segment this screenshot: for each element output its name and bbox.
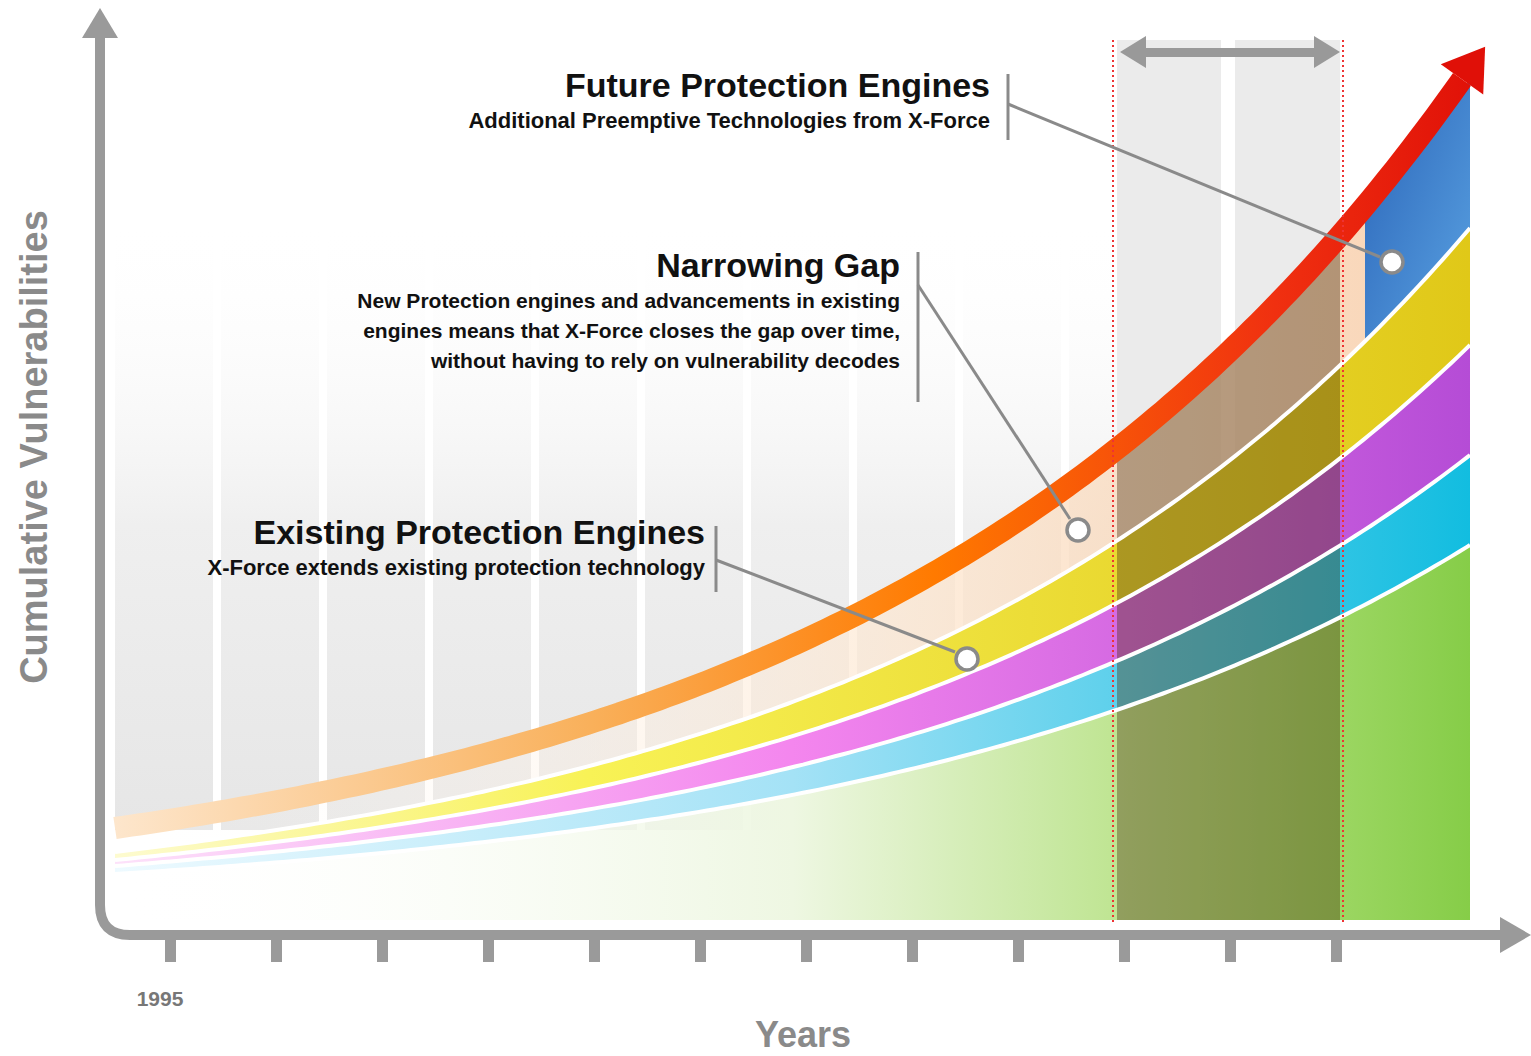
axis-tick: [1225, 938, 1236, 962]
double-arrow: [1120, 36, 1340, 68]
future-band: [1365, 79, 1470, 341]
callout-text: Additional Preemptive Technologies from …: [468, 108, 990, 133]
axis-tick: [271, 938, 282, 962]
dotted-marker: [1342, 40, 1344, 925]
growth-arrow: [115, 79, 1462, 828]
axis-tick: [589, 938, 600, 962]
axis-tick: [483, 938, 494, 962]
x-axis-arrowhead: [1500, 917, 1531, 953]
axis-tick: [1013, 938, 1024, 962]
axis-tick: [377, 938, 388, 962]
y-axis-arrowhead: [82, 8, 118, 38]
callout-text: X-Force extends existing protection tech…: [207, 555, 705, 580]
callout-title: Narrowing Gap: [656, 246, 900, 285]
axis-tick: [907, 938, 918, 962]
callout-text: New Protection engines and advancements …: [340, 286, 900, 376]
axis-tick-label: 1995: [137, 987, 184, 1011]
axis-tick: [165, 938, 176, 962]
axis-tick: [801, 938, 812, 962]
axis-title: Years: [755, 1014, 851, 1055]
axes: [100, 30, 1505, 935]
highlight-column: [1117, 40, 1340, 920]
callout-title: Future Protection Engines: [565, 66, 990, 105]
background-bar: [115, 220, 213, 830]
axis-tick: [1119, 938, 1130, 962]
axis-tick: [695, 938, 706, 962]
growth-arrowhead: [1441, 47, 1485, 95]
callout-circle: [956, 251, 1403, 670]
axis-title: Cumulative Vulnerabilities: [12, 210, 56, 684]
axis-tick: [1331, 938, 1342, 962]
dotted-marker: [1112, 40, 1114, 925]
band-separator: [115, 545, 1470, 874]
callout-title: Existing Protection Engines: [253, 513, 705, 552]
